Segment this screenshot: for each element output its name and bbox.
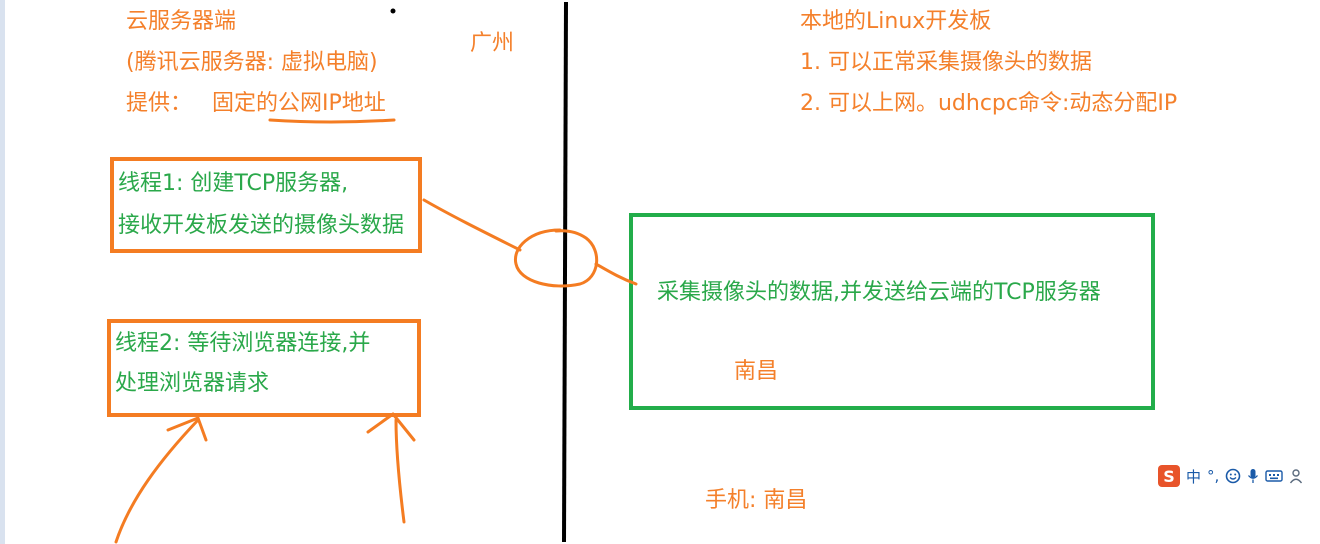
ime-lang-toggle[interactable]: 中 — [1186, 467, 1202, 486]
thread1-box: 线程1: 创建TCP服务器, 接收开发板发送的摄像头数据 — [110, 157, 422, 253]
dev-board-item2: 2. 可以上网。udhcpc命令:动态分配IP — [800, 91, 1178, 116]
arrow-right-head — [366, 412, 416, 442]
public-ip-text: 公网IP地址 — [278, 91, 386, 116]
dev-board-item1: 1. 可以正常采集摄像头的数据 — [800, 50, 1092, 75]
stray-dot — [390, 8, 396, 14]
smiley-icon[interactable] — [1225, 468, 1241, 484]
provide-label: 提供： — [126, 91, 193, 116]
keyboard-icon[interactable] — [1265, 469, 1283, 483]
dev-board-box-text: 采集摄像头的数据,并发送给云端的TCP服务器 — [657, 280, 1101, 305]
dev-board-title: 本地的Linux开发板 — [800, 9, 992, 34]
provide-line: 提供： 固定的公网IP地址 — [126, 89, 386, 119]
microphone-icon[interactable] — [1247, 468, 1259, 484]
ime-toolbar[interactable]: S 中 °, — [1158, 463, 1320, 489]
dev-board-box: 采集摄像头的数据,并发送给云端的TCP服务器 南昌 — [629, 213, 1155, 410]
window-left-edge — [0, 0, 5, 544]
phone-label: 手机: 南昌 — [705, 488, 808, 513]
connector-left — [422, 198, 522, 252]
thread2-line1: 线程2: 等待浏览器连接,并 — [115, 331, 371, 356]
cloud-server-title: 云服务器端 — [126, 9, 237, 34]
connection-circle — [513, 228, 599, 288]
location-guangzhou: 广州 — [470, 31, 515, 56]
center-divider — [562, 1, 568, 543]
thread1-line2: 接收开发板发送的摄像头数据 — [118, 213, 405, 238]
thread1-line1: 线程1: 创建TCP服务器, — [118, 171, 349, 196]
connector-right — [594, 262, 638, 286]
arrow-right-shaft — [394, 418, 406, 524]
sogou-logo-icon[interactable]: S — [1158, 465, 1180, 487]
ime-punct-toggle[interactable]: °, — [1207, 467, 1220, 485]
provide-prefix: 固定的 — [212, 91, 279, 116]
thread2-line2: 处理浏览器请求 — [115, 371, 270, 396]
user-settings-icon[interactable] — [1289, 468, 1305, 484]
cloud-server-subtitle: (腾讯云服务器: 虚拟电脑) — [126, 50, 378, 75]
arrow-left-head — [166, 416, 208, 442]
arrow-left-shaft — [114, 418, 200, 544]
location-nanchang: 南昌 — [734, 359, 779, 384]
ip-underline — [268, 118, 396, 124]
thread2-box: 线程2: 等待浏览器连接,并 处理浏览器请求 — [107, 319, 421, 417]
